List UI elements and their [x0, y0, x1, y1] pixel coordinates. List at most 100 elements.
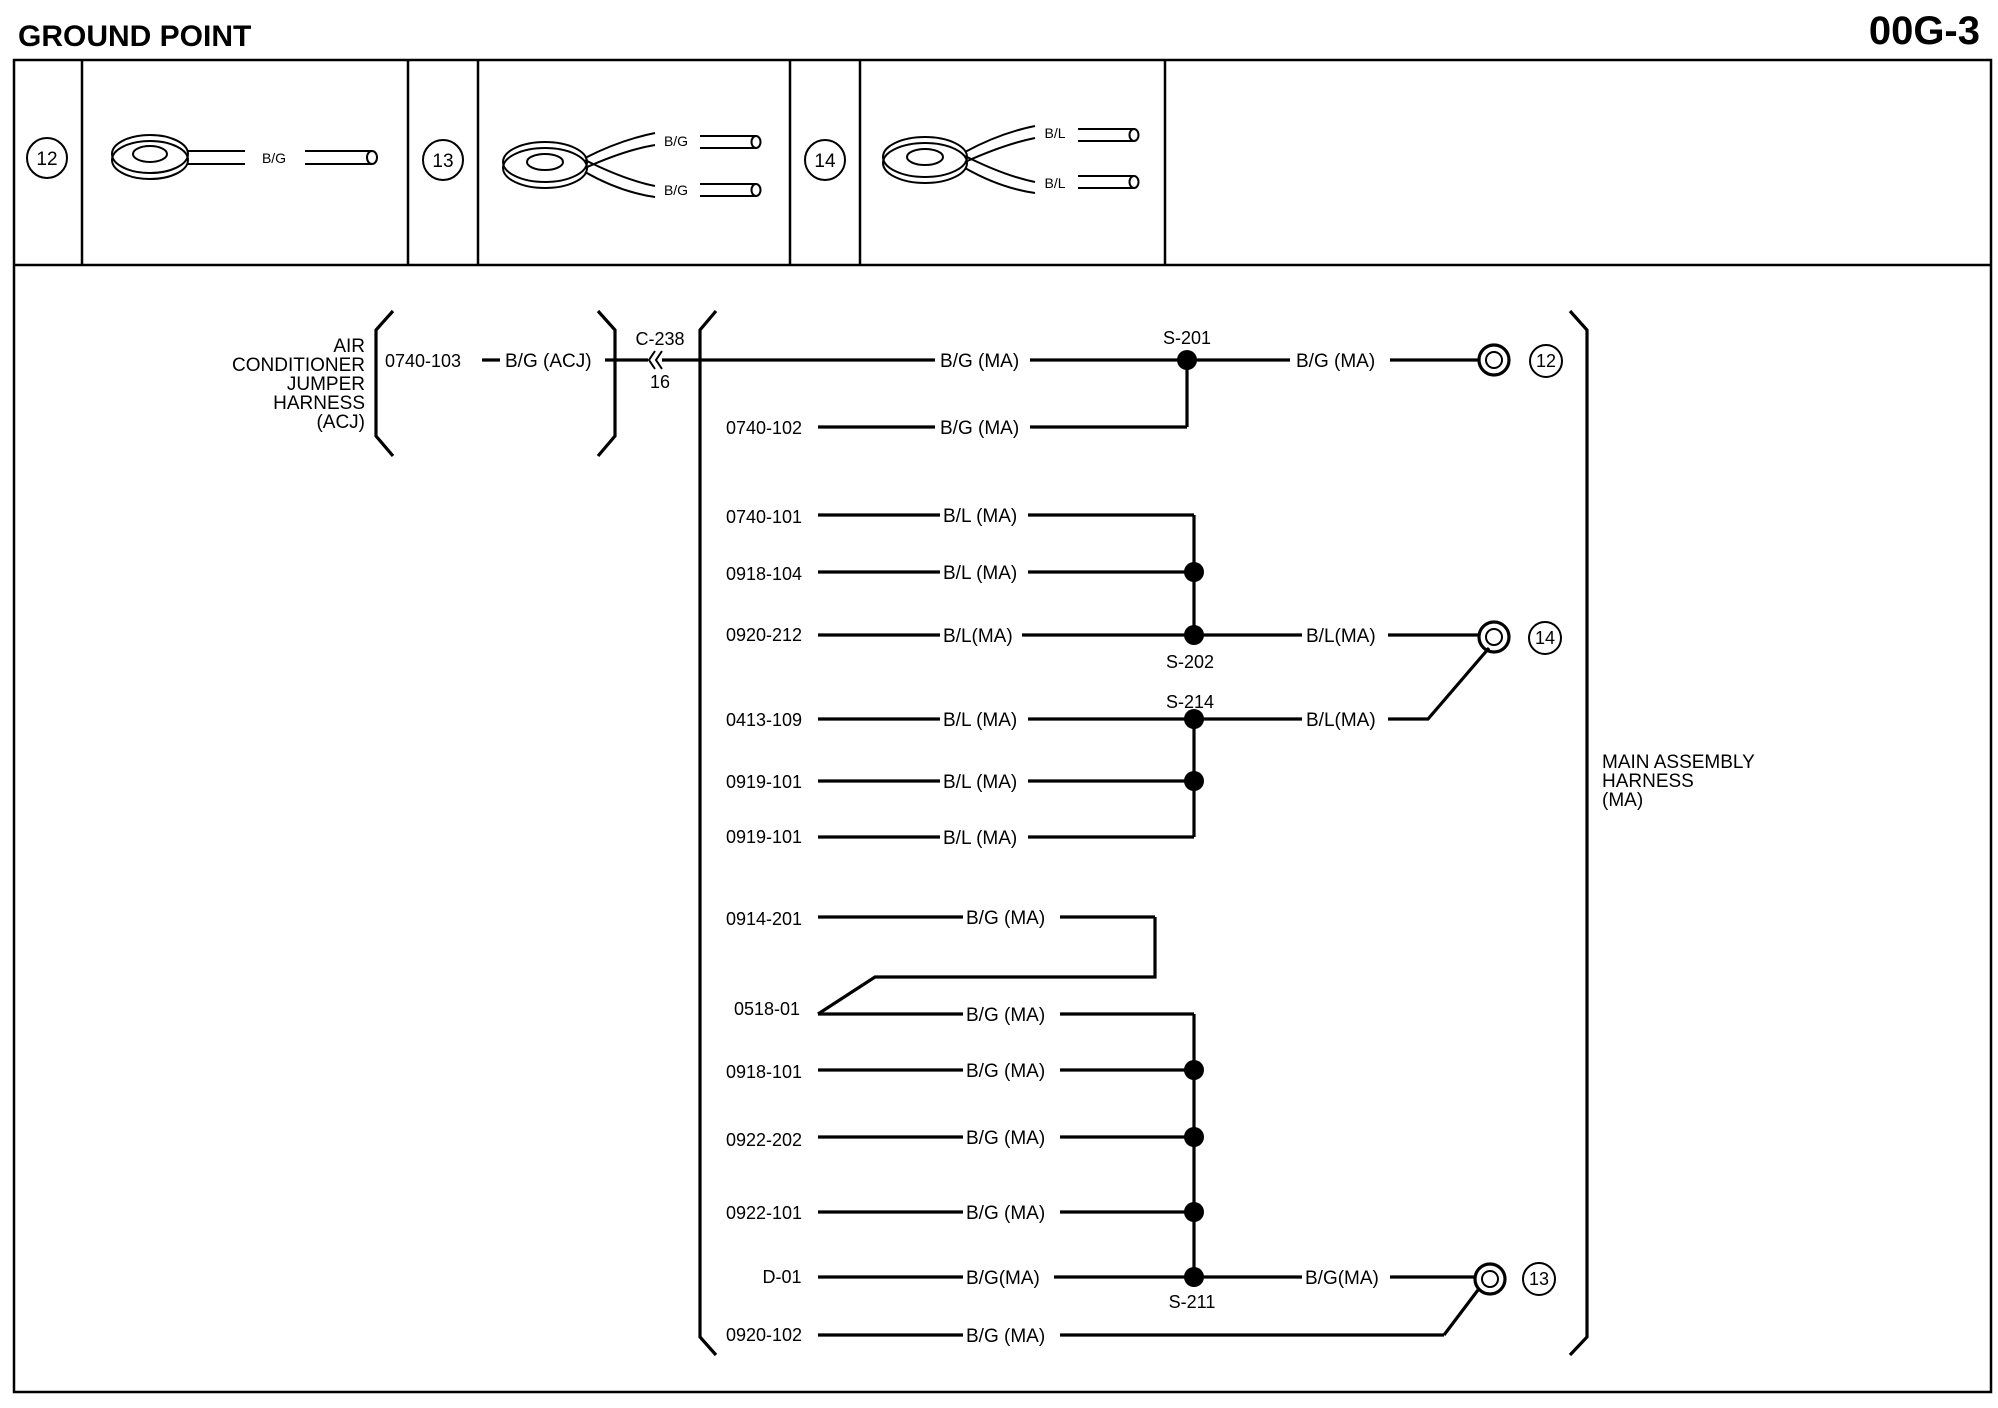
- wire-end-icon: [1078, 128, 1140, 189]
- legend-wire-label: B/L: [1044, 125, 1065, 141]
- circuit-row: 0919-101 B/L (MA): [726, 827, 1194, 849]
- ground-ring-icon: [1473, 1262, 1507, 1296]
- acj-harness-label: AIR: [333, 336, 365, 357]
- circuit-row: 0920-102 B/G (MA): [726, 1325, 1444, 1347]
- wire-end-icon: [700, 135, 762, 197]
- ground-terminal-13: 13: [1473, 1262, 1556, 1296]
- circuit-id: 0918-101: [726, 1062, 802, 1082]
- legend-wire-label: B/G: [664, 133, 688, 149]
- ground-terminal-14: 14: [1477, 620, 1562, 655]
- legend-ground-14: 14 B/L B/L: [804, 125, 1140, 194]
- circuit-id: 0922-202: [726, 1130, 802, 1150]
- acj-left-bracket: [374, 309, 395, 458]
- circuit-row: 0918-101 B/G (MA): [726, 1061, 1194, 1082]
- wire-label: B/G (MA): [966, 1128, 1045, 1149]
- ground-number-circle: [1522, 1262, 1556, 1296]
- circuit-row: 0922-202 B/G (MA): [726, 1128, 1194, 1150]
- circuit-id: 0920-212: [726, 625, 802, 645]
- wire-label: B/L (MA): [943, 563, 1017, 584]
- circuit-row: 0918-104 B/L (MA): [726, 563, 1194, 584]
- ground-ring-inner: [1481, 1270, 1499, 1288]
- circuit-row: 0740-102 B/G (MA): [726, 418, 1187, 439]
- wire-label: B/G (MA): [966, 1005, 1045, 1026]
- ground-number: 12: [36, 149, 57, 170]
- wire-jumper: [817, 917, 1157, 1016]
- connector-id: C-238: [635, 329, 684, 349]
- circuit-row: 0914-201 B/G (MA): [726, 908, 1155, 929]
- ground-ring-icon: [1477, 620, 1511, 654]
- splice-label: S-202: [1166, 652, 1214, 672]
- ground-ring-inner: [1485, 628, 1503, 646]
- wire-segment: [1442, 1289, 1480, 1336]
- ground-number-circle: [422, 139, 464, 181]
- legend-wire-label: B/G: [664, 182, 688, 198]
- ma-right-bracket: [1568, 309, 1589, 1357]
- circuit-row: 0740-101 B/L (MA): [726, 506, 1194, 527]
- circuit-id: 0919-101: [726, 827, 802, 847]
- circuit-row: D-01 B/G(MA): [762, 1267, 1194, 1289]
- page-code: 00G-3: [1869, 9, 1980, 53]
- circuit-id: 0922-101: [726, 1203, 802, 1223]
- ground-terminal-12: 12: [1477, 343, 1563, 378]
- circuit-row: 0920-212 B/L(MA): [726, 625, 1194, 647]
- wire-label: B/G (MA): [966, 1061, 1045, 1082]
- ground-number-circle: [1529, 344, 1563, 378]
- ring-terminal-icon: [882, 125, 1036, 194]
- circuit-id: 0413-109: [726, 710, 802, 730]
- wire-label: B/L(MA): [1306, 710, 1376, 731]
- ground-number: 12: [1536, 351, 1556, 371]
- splice-dot: [1177, 350, 1197, 370]
- ground-ring-inner: [1485, 351, 1503, 369]
- circuit-id: 0919-101: [726, 772, 802, 792]
- splice-dot: [1184, 1202, 1204, 1222]
- ring-terminal-icon: [502, 132, 656, 198]
- acj-harness-label: JUMPER: [287, 374, 365, 395]
- splice-label: S-201: [1163, 328, 1211, 348]
- ground-number-circle: [26, 137, 68, 179]
- wire-end-icon: [305, 150, 378, 165]
- circuit-id: 0740-102: [726, 418, 802, 438]
- splice-dot: [1184, 1060, 1204, 1080]
- circuit-id: 0920-102: [726, 1325, 802, 1345]
- circuit-id: 0518-01: [734, 999, 800, 1019]
- page-title: GROUND POINT: [18, 20, 251, 53]
- splice-dot: [1184, 709, 1204, 729]
- circuit-id: 0740-101: [726, 507, 802, 527]
- acj-harness: AIR CONDITIONER JUMPER HARNESS (ACJ) 074…: [232, 309, 685, 458]
- ma-harness-label: MAIN ASSEMBLY: [1602, 752, 1755, 773]
- wire-label: B/G (MA): [966, 1326, 1045, 1347]
- ma-harness-label: HARNESS: [1602, 771, 1694, 792]
- acj-harness-label: CONDITIONER: [232, 355, 365, 376]
- diagram-frame: [12, 58, 1993, 1394]
- circuit-row: 0413-109 B/L (MA): [726, 710, 1194, 731]
- wire-label: B/G (MA): [1296, 351, 1375, 372]
- connector-pin: 16: [650, 372, 670, 392]
- acj-right-bracket: [596, 309, 617, 458]
- circuit-id: 0740-103: [385, 351, 461, 371]
- ground-ring-icon: [1477, 343, 1511, 377]
- splice-dot: [1184, 625, 1204, 645]
- legend-ground-13: 13 B/G B/G: [422, 132, 762, 198]
- ground-number-circle: [1528, 621, 1562, 655]
- acj-harness-label: (ACJ): [316, 412, 365, 433]
- connector-c238-icon: [647, 350, 663, 370]
- splice-dot: [1184, 771, 1204, 791]
- acj-harness-label: HARNESS: [273, 393, 365, 414]
- wire-label: B/L (MA): [943, 772, 1017, 793]
- ground-number-circle: [804, 139, 846, 181]
- circuit-id: D-01: [762, 1267, 801, 1287]
- wire-label: B/G (MA): [940, 418, 1019, 439]
- circuit-id: 0914-201: [726, 909, 802, 929]
- wire-label: B/L(MA): [1306, 626, 1376, 647]
- wire-label: B/G(MA): [966, 1268, 1040, 1289]
- wire-label: B/G(MA): [1305, 1268, 1379, 1289]
- wire-segment: [1388, 646, 1491, 721]
- wire-label: B/L (MA): [943, 710, 1017, 731]
- wire-label: B/L (MA): [943, 828, 1017, 849]
- ma-left-bracket: [698, 309, 718, 1357]
- splice-label: S-211: [1169, 1292, 1216, 1312]
- splice-dot: [1184, 562, 1204, 582]
- wire-label: B/G (ACJ): [505, 351, 592, 372]
- splice-dot: [1184, 1267, 1204, 1287]
